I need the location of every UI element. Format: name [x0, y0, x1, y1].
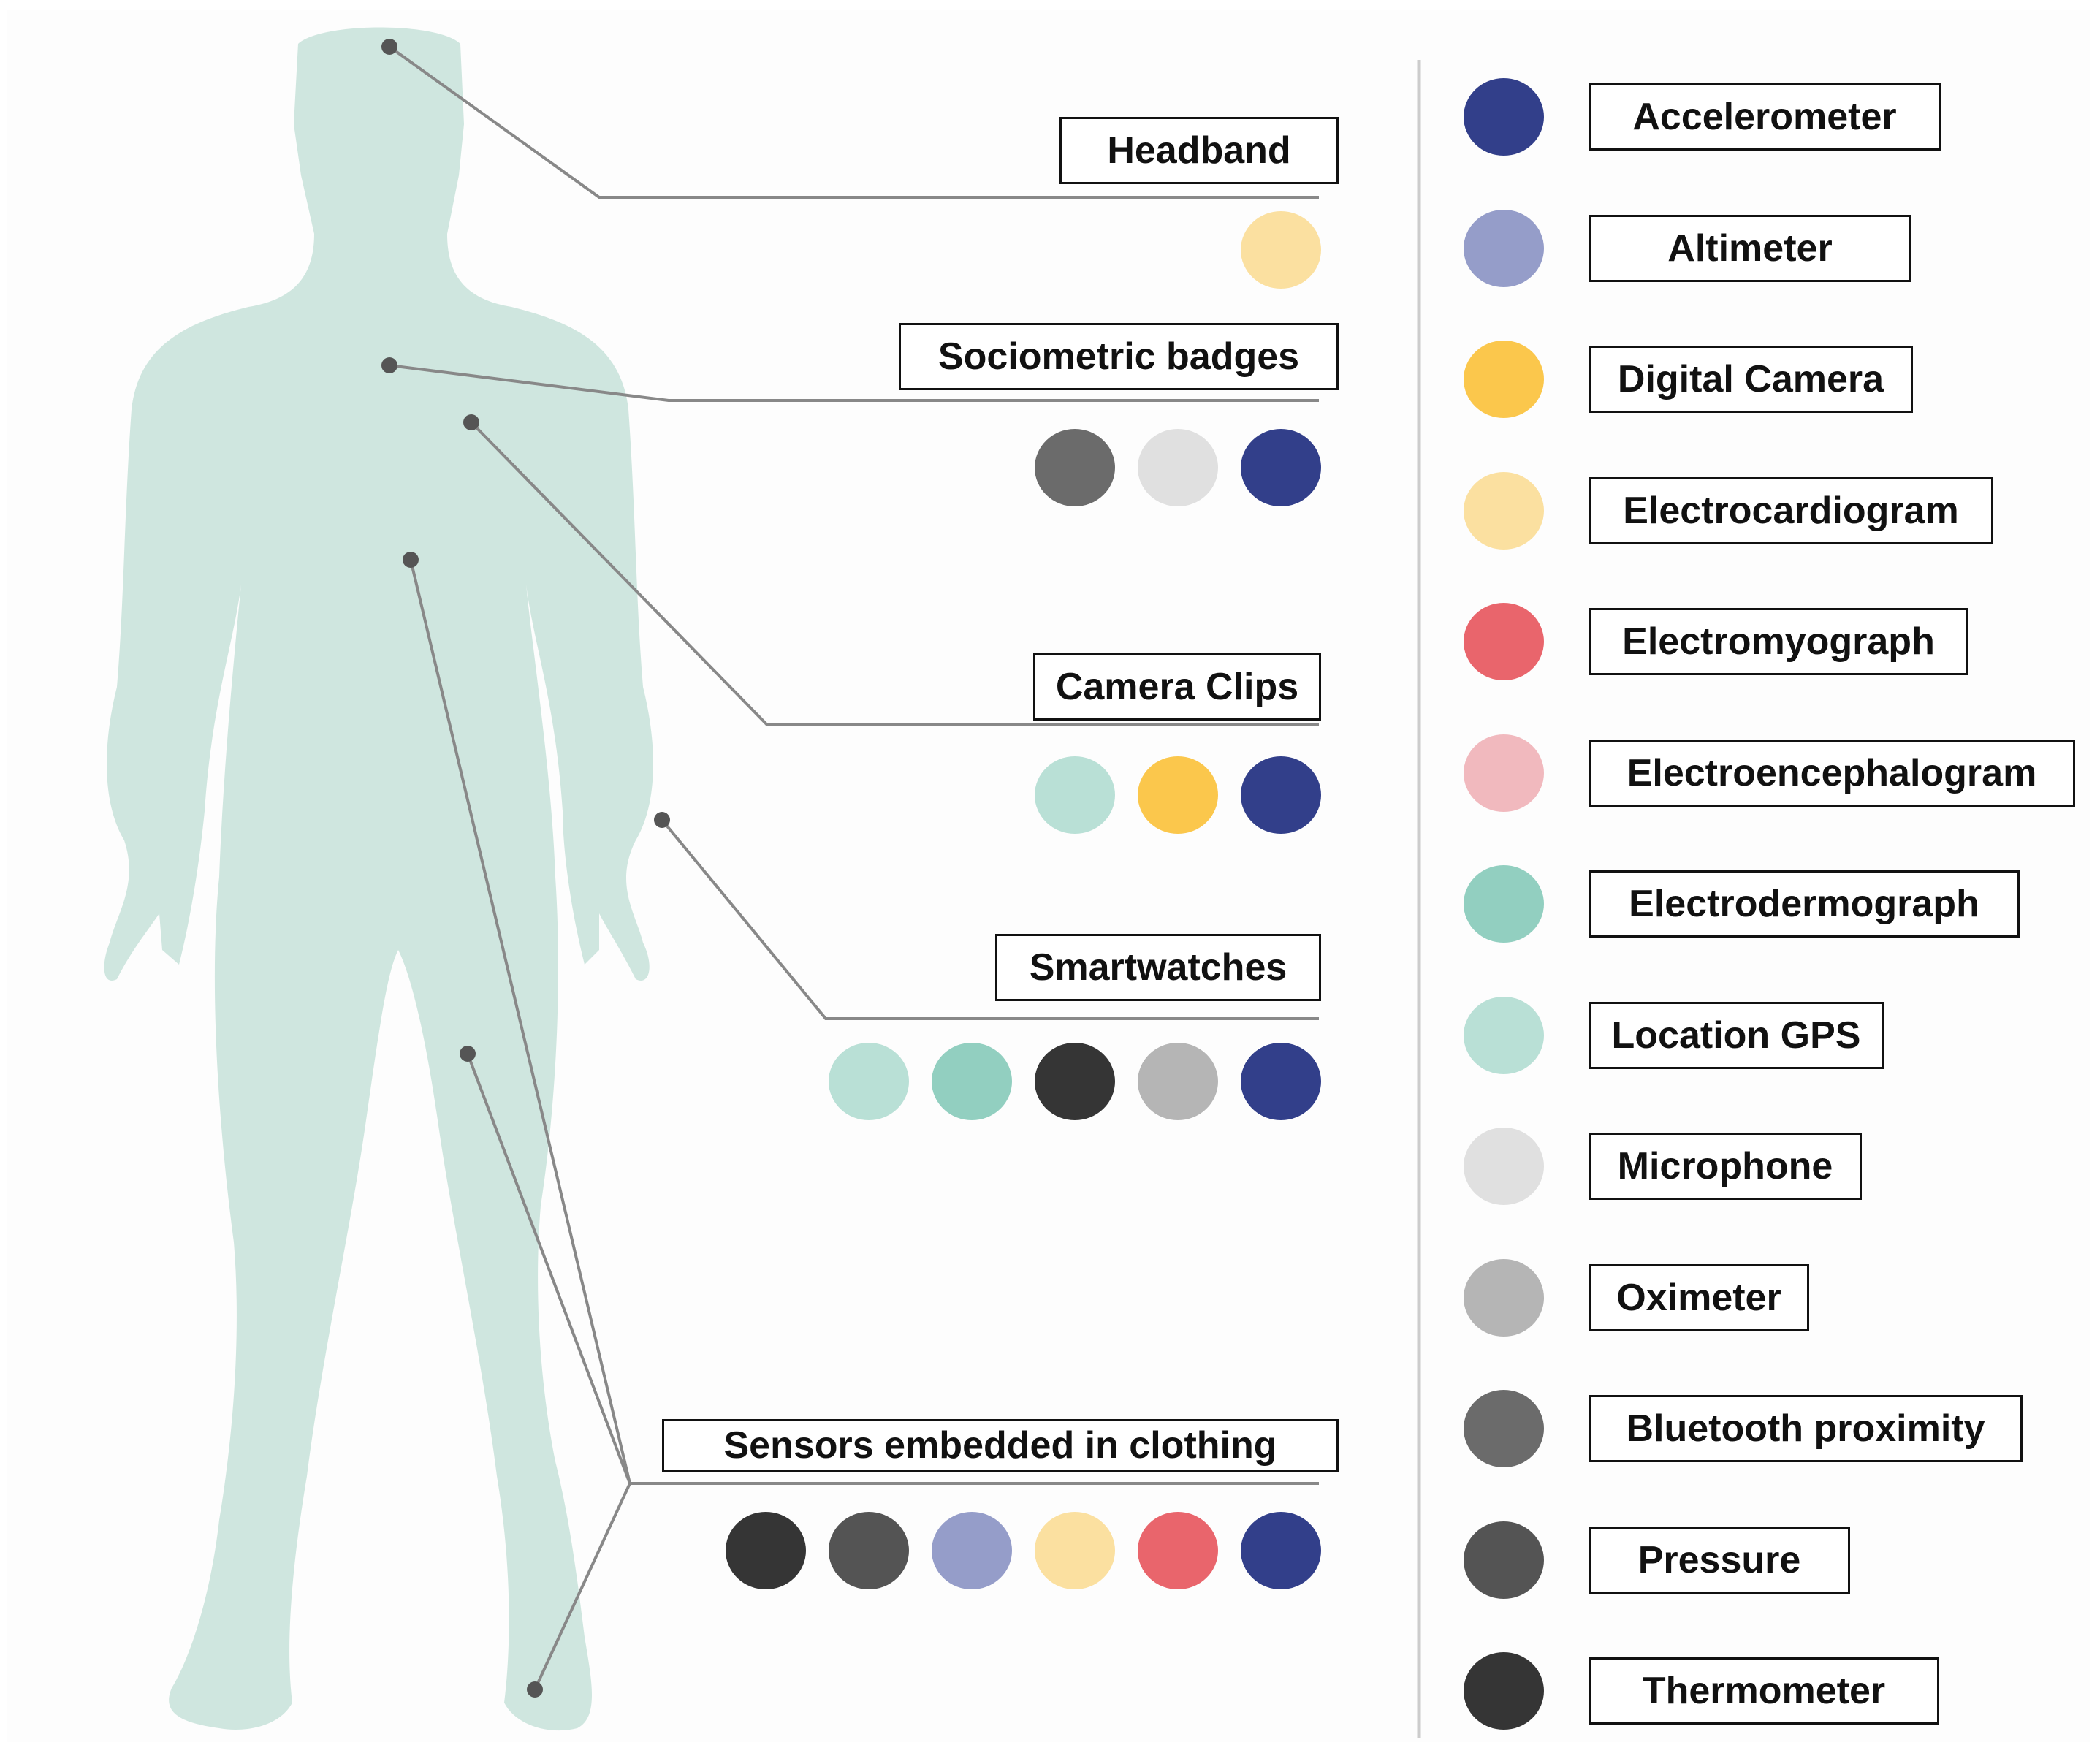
legend-electrodermograph-label: Electrodermograph [1589, 870, 2020, 938]
legend-oximeter-dot [1464, 1258, 1544, 1337]
clothing-thermometer-dot [726, 1512, 806, 1589]
legend-pressure-dot [1464, 1521, 1544, 1599]
legend-electromyograph-dot [1464, 603, 1544, 680]
legend-electrodermograph-dot [1464, 865, 1544, 943]
camera-clips-leader [470, 421, 1319, 726]
clothing-electromyograph-dot [1138, 1512, 1218, 1589]
clothing-altimeter-dot [932, 1512, 1012, 1589]
camera-clips-digital-camera-dot [1138, 756, 1218, 834]
smartwatches-thermometer-dot [1035, 1043, 1115, 1120]
anchor-chest [381, 357, 397, 373]
smartwatches-label: Smartwatches [995, 934, 1321, 1001]
body-outline [104, 27, 653, 1731]
clothing-leader-chest [409, 559, 631, 1484]
anchor-torso [403, 552, 419, 568]
legend-location-gps-dot [1464, 996, 1544, 1074]
anchor-shoulder [463, 414, 479, 430]
legend-microphone-label: Microphone [1589, 1133, 1862, 1200]
legend-accelerometer-label: Accelerometer [1589, 83, 1941, 151]
anchor-thigh [460, 1046, 476, 1062]
camera-clips-location-gps-dot [1035, 756, 1115, 834]
legend-thermometer-dot [1464, 1652, 1544, 1730]
legend-thermometer-label: Thermometer [1589, 1657, 1939, 1725]
anchor-head [381, 39, 397, 55]
anchor-foot [527, 1681, 543, 1698]
legend-microphone-dot [1464, 1128, 1544, 1205]
headband-leader [388, 45, 1319, 199]
sociometric-badges-label: Sociometric badges [899, 323, 1339, 390]
legend-digital-camera-dot [1464, 341, 1544, 418]
legend-bluetooth-proximity-label: Bluetooth proximity [1589, 1395, 2023, 1462]
smartwatches-electrodermograph-dot [932, 1043, 1012, 1120]
headband-label: Headband [1059, 117, 1339, 184]
legend-location-gps-label: Location GPS [1589, 1001, 1884, 1069]
clothing-label: Sensors embedded in clothing [662, 1419, 1339, 1472]
legend-oximeter-label: Oximeter [1589, 1263, 1809, 1331]
legend-electrocardiogram-dot [1464, 471, 1544, 550]
camera-clips-accelerometer-dot [1241, 756, 1321, 834]
anchor-wrist [654, 812, 670, 828]
legend-altimeter-label: Altimeter [1589, 214, 1911, 282]
legend-pressure-label: Pressure [1589, 1526, 1850, 1594]
sociometric-badges-bluetooth-proximity-dot [1035, 429, 1115, 506]
smartwatches-leader [661, 818, 1319, 1020]
legend-digital-camera-label: Digital Camera [1589, 346, 1913, 413]
smartwatches-oximeter-dot [1138, 1043, 1218, 1120]
legend-electroencephalogram-dot [1464, 734, 1544, 812]
anchor-points [381, 39, 670, 1698]
legend-electromyograph-label: Electromyograph [1589, 608, 1968, 675]
smartwatches-accelerometer-dot [1241, 1043, 1321, 1120]
legend-bluetooth-proximity-dot [1464, 1390, 1544, 1467]
clothing-accelerometer-dot [1241, 1512, 1321, 1589]
legend-altimeter-dot [1464, 209, 1544, 287]
smartwatches-location-gps-dot [829, 1043, 909, 1120]
leader-lines [388, 45, 1319, 1690]
sociometric-badges-microphone-dot [1138, 429, 1218, 506]
human-body-silhouette [104, 27, 653, 1731]
headband-electrocardiogram-dot [1241, 211, 1321, 289]
camera-clips-label: Camera Clips [1033, 653, 1321, 721]
sociometric-badges-leader [389, 364, 1319, 402]
legend-accelerometer-dot [1464, 78, 1544, 156]
legend-electroencephalogram-label: Electroencephalogram [1589, 739, 2075, 807]
clothing-electrocardiogram-dot [1035, 1512, 1115, 1589]
clothing-pressure-dot [829, 1512, 909, 1589]
legend-electrocardiogram-label: Electrocardiogram [1589, 476, 1993, 544]
clothing-leader-foot [533, 1483, 631, 1690]
clothing-leader-thigh [466, 1053, 631, 1484]
sociometric-badges-accelerometer-dot [1241, 429, 1321, 506]
